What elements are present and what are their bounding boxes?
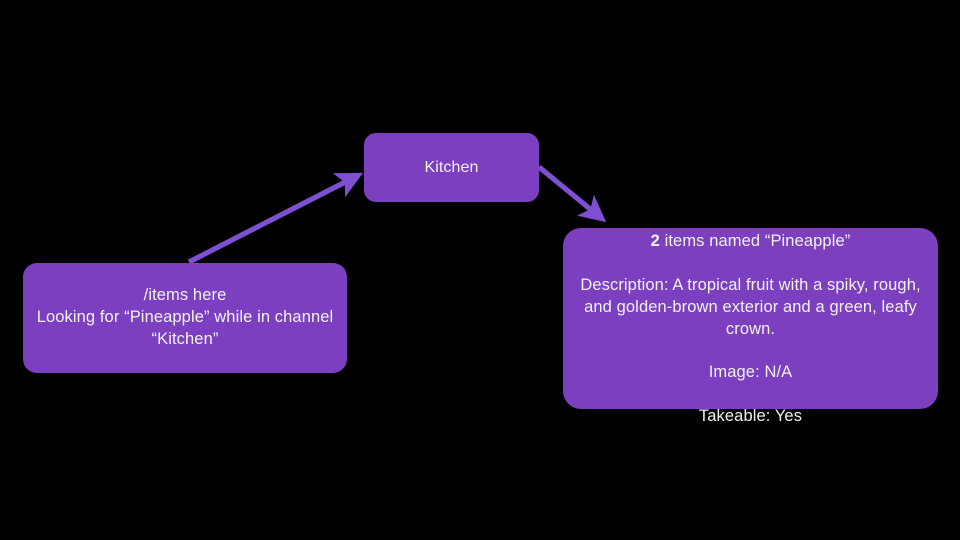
node-result-items[interactable]: 2 items named “Pineapple” Description: A…: [563, 228, 938, 425]
node-channel-kitchen[interactable]: Kitchen: [364, 133, 539, 202]
node-result-text: 2 items named “Pineapple” Description: A…: [577, 210, 924, 428]
result-image: Image: N/A: [708, 363, 793, 382]
node-channel-label: Kitchen: [424, 158, 479, 176]
result-description: Description: A tropical fruit with a spi…: [580, 275, 921, 338]
node-query-text: /items here Looking for “Pineapple” whil…: [36, 286, 334, 348]
result-count-suffix: items named “Pineapple”: [659, 232, 851, 251]
result-count: 2: [650, 232, 660, 251]
edge-query-to-channel: [187, 172, 364, 265]
node-query-message[interactable]: /items here Looking for “Pineapple” whil…: [23, 263, 347, 373]
result-takeable: Takeable: Yes: [698, 406, 803, 425]
